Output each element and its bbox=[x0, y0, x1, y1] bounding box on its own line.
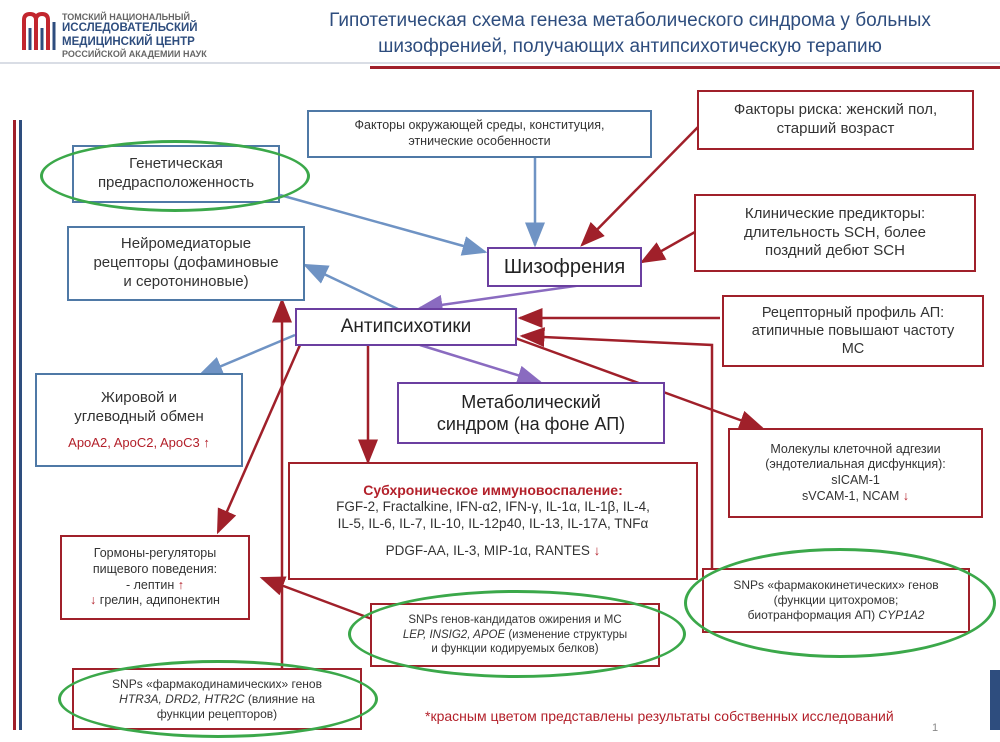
profile-line-3: МС bbox=[841, 341, 865, 358]
left-rule-blue bbox=[19, 120, 22, 730]
logo-text: ТОМСКИЙ НАЦИОНАЛЬНЫЙ ИССЛЕДОВАТЕЛЬСКИЙ М… bbox=[62, 12, 207, 59]
adhesion-line-3: sICAM-1 bbox=[831, 473, 880, 487]
immune-line-3: PDGF-AA, IL-3, MIP-1α, RANTES bbox=[385, 543, 590, 559]
receptor-profile-box: Рецепторный профиль АП: атипичные повыша… bbox=[722, 295, 984, 367]
arrow-clinical-schizo bbox=[639, 230, 696, 264]
environment-line-2: этнические особенности bbox=[408, 134, 551, 148]
environment-box: Факторы окружающей среды, конституция, э… bbox=[307, 110, 652, 158]
arrow-antipsy-metabolic bbox=[419, 343, 543, 385]
clinical-line-1: Клинические предикторы: bbox=[744, 204, 926, 222]
up-arrow-icon: ↑ bbox=[203, 434, 210, 450]
antipsychotics-label: Антипсихотики bbox=[340, 316, 472, 338]
metabolic-line-1: Метаболический bbox=[461, 391, 601, 412]
arrow-antipsy-fat bbox=[197, 333, 296, 377]
pk-snps-box: SNPs «фармакокинетических» генов (функци… bbox=[702, 568, 970, 633]
risk-factors-box: Факторы риска: женский пол, старший возр… bbox=[697, 90, 974, 150]
schizophrenia-box: Шизофрения bbox=[487, 247, 642, 287]
pk-gene-cyp1a2: CYP1A2 bbox=[878, 608, 925, 622]
left-rule-red bbox=[13, 120, 16, 730]
neuro-line-2: рецепторы (дофаминовые bbox=[93, 254, 279, 272]
slide-title-line-1: Гипотетическая схема генеза метаболическ… bbox=[329, 10, 931, 31]
profile-line-2: атипичные повышают частоту bbox=[751, 322, 955, 339]
pd-genes: HTR3A, DRD2, HTR2C bbox=[119, 691, 245, 706]
fat-line-1: Жировой и bbox=[101, 389, 177, 407]
hormones-line-1: Гормоны-регуляторы bbox=[93, 546, 217, 561]
down-arrow-icon: ↓ bbox=[593, 543, 601, 559]
logo-line-4: РОССИЙСКОЙ АКАДЕМИИ НАУК bbox=[62, 48, 207, 59]
genetic-predisposition-box: Генетическая предрасположенность bbox=[72, 145, 280, 203]
immune-line-2: IL-5, IL-6, IL-7, IL-10, IL-12p40, IL-13… bbox=[337, 516, 649, 532]
down-arrow-icon: ↓ bbox=[90, 593, 97, 608]
obesity-line-2b: (изменение структуры bbox=[508, 628, 628, 641]
logo-line-2: ИССЛЕДОВАТЕЛЬСКИЙ bbox=[62, 22, 198, 35]
arrow-antipsy-hormones bbox=[216, 344, 302, 535]
pk-line-3a: биотранформация АП) bbox=[747, 608, 876, 622]
arrow-pk-antipsy bbox=[519, 327, 714, 590]
fat-line-2: углеводный обмен bbox=[74, 407, 204, 425]
pd-line-2b: (влияние на bbox=[247, 691, 315, 706]
hormones-line-2: пищевого поведения: bbox=[92, 561, 218, 576]
logo-line-1: ТОМСКИЙ НАЦИОНАЛЬНЫЙ bbox=[62, 12, 190, 22]
metabolic-syndrome-box: Метаболический синдром (на фоне АП) bbox=[397, 382, 665, 444]
adhesion-line-1: Молекулы клеточной адгезии bbox=[770, 441, 941, 456]
environment-line-1: Факторы окружающей среды, конституция, bbox=[354, 118, 605, 133]
neuro-line-1: Нейромедиаторые bbox=[120, 235, 252, 253]
pd-line-1: SNPs «фармакодинамических» генов bbox=[112, 676, 322, 691]
hormones-box: Гормоны-регуляторы пищевого поведения: -… bbox=[60, 535, 250, 620]
right-edge-strip bbox=[990, 670, 1000, 730]
immune-title: Субхроническое иммуновоспаление: bbox=[363, 481, 623, 498]
clinical-predictors-box: Клинические предикторы: длительность SCH… bbox=[694, 194, 976, 272]
pd-line-3: функции рецепторов) bbox=[156, 706, 278, 721]
header-rule-blue bbox=[0, 62, 1000, 64]
pk-line-2: (функции цитохромов; bbox=[773, 593, 899, 607]
arrow-antipsy-neuro bbox=[302, 263, 401, 312]
neuro-line-3: и серотониновые) bbox=[123, 272, 249, 290]
page-number: 1 bbox=[932, 722, 939, 734]
hormones-leptin: лептин bbox=[133, 577, 175, 592]
schizophrenia-label: Шизофрения bbox=[503, 255, 626, 278]
neuro-receptors-box: Нейромедиаторые рецепторы (дофаминовые и… bbox=[67, 226, 305, 301]
hormones-dash: - bbox=[125, 577, 131, 592]
slide-title-line-2: шизофренией, получающих антипсихотическу… bbox=[378, 35, 882, 57]
logo-emblem-icon bbox=[22, 11, 56, 50]
immune-line-1: FGF-2, Fractalkine, IFN-α2, IFN-γ, IL-1α… bbox=[336, 499, 650, 515]
adhesion-line-2: (эндотелиальная дисфункция): bbox=[765, 457, 946, 472]
obesity-line-1: SNPs генов-кандидатов ожирения и МС bbox=[408, 614, 622, 627]
obesity-genes: LEP, INSIG2, APOE bbox=[402, 628, 506, 641]
logo-line-3: МЕДИЦИНСКИЙ ЦЕНТР bbox=[62, 35, 195, 48]
arrow-genetic-schizo bbox=[279, 193, 488, 256]
clinical-line-2: длительность SCH, более bbox=[743, 223, 927, 241]
arrow-obesity-hormones bbox=[259, 576, 381, 624]
immune-inflammation-box: Субхроническое иммуновоспаление: FGF-2, … bbox=[288, 462, 698, 580]
pk-line-1: SNPs «фармакокинетических» генов bbox=[733, 578, 939, 592]
obesity-snps-box: SNPs генов-кандидатов ожирения и МС LEP,… bbox=[370, 603, 660, 667]
down-arrow-icon: ↓ bbox=[902, 488, 909, 503]
fat-carb-metabolism-box: Жировой и углеводный обмен ApoA2, ApoC2,… bbox=[35, 373, 243, 467]
footnote: *красным цветом представлены результаты … bbox=[425, 708, 894, 724]
up-arrow-icon: ↑ bbox=[177, 577, 184, 592]
metabolic-line-2: синдром (на фоне АП) bbox=[436, 414, 626, 434]
arrow-schizo-antipsy bbox=[417, 283, 583, 315]
antipsychotics-box: Антипсихотики bbox=[295, 308, 517, 346]
clinical-line-3: поздний дебют SCH bbox=[765, 242, 905, 260]
genetic-line-1: Генетическая bbox=[129, 155, 223, 173]
obesity-line-3: и функции кодируемых белков) bbox=[431, 643, 599, 656]
arrow-risk-schizo bbox=[580, 124, 701, 247]
risk-line-2: старший возраст bbox=[776, 120, 895, 137]
header-rule-red bbox=[370, 66, 1000, 69]
risk-line-1: Факторы риска: женский пол, bbox=[733, 101, 938, 119]
fat-apo-values: ApoA2, ApoC2, ApoC3 bbox=[68, 434, 200, 450]
slide-title: Гипотетическая схема генеза метаболическ… bbox=[270, 8, 990, 59]
adhesion-line-4: sVCAM-1, NCAM bbox=[802, 488, 900, 503]
hormones-line-4: грелин, адипонектин bbox=[99, 593, 220, 608]
profile-line-1: Рецепторный профиль АП: bbox=[761, 304, 945, 321]
genetic-line-2: предрасположенность bbox=[97, 174, 255, 191]
pd-snps-box: SNPs «фармакодинамических» генов HTR3A, … bbox=[72, 668, 362, 730]
adhesion-molecules-box: Молекулы клеточной адгезии (эндотелиальн… bbox=[728, 428, 983, 518]
